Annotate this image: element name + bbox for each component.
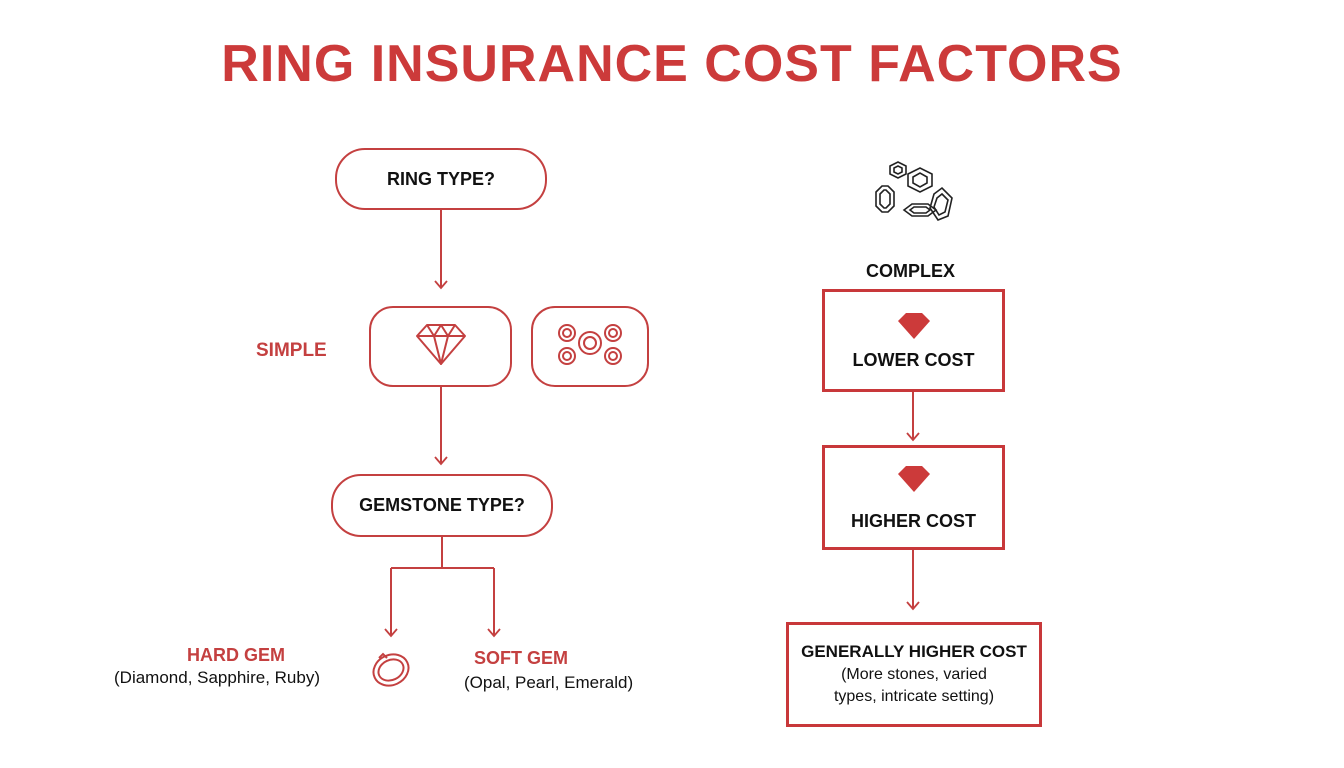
lower-cost-box: LOWER COST (822, 289, 1005, 392)
complex-label: COMPLEX (866, 261, 956, 281)
red-gem-icon (896, 464, 932, 499)
hard-gem-examples: (Diamond, Sapphire, Ruby) (114, 668, 320, 687)
ring-type-node: RING TYPE? (335, 148, 547, 210)
multi-gem-cluster-icon (557, 321, 623, 372)
red-gem-icon (896, 311, 932, 346)
gem-scatter-icon (868, 158, 960, 239)
higher-cost-box: HIGHER COST (822, 445, 1005, 550)
generally-higher-cost-line1: (More stones, varied (841, 665, 987, 683)
page-title: RING INSURANCE COST FACTORS (221, 35, 1123, 93)
higher-cost-label: HIGHER COST (850, 510, 976, 531)
lower-cost-label: LOWER COST (852, 349, 975, 370)
simple-label: SIMPLE (256, 340, 327, 361)
simple-ring-node (369, 306, 512, 387)
ring-icon (369, 648, 413, 697)
single-diamond-icon (414, 322, 468, 371)
soft-gem-examples: (Opal, Pearl, Emerald) (464, 673, 634, 692)
generally-higher-cost-line2: types, intricate setting) (833, 687, 995, 705)
gemstone-type-label: GEMSTONE TYPE? (359, 495, 525, 515)
complex-ring-node (531, 306, 649, 387)
gemstone-type-node: GEMSTONE TYPE? (331, 474, 553, 537)
ring-type-label: RING TYPE? (386, 168, 495, 189)
generally-higher-cost-title: GENERALLY HIGHER COST (801, 641, 1027, 661)
soft-gem-title: SOFT GEM (474, 648, 568, 668)
generally-higher-cost-box: GENERALLY HIGHER COST (More stones, vari… (786, 622, 1042, 727)
hard-gem-title: HARD GEM (187, 645, 285, 665)
